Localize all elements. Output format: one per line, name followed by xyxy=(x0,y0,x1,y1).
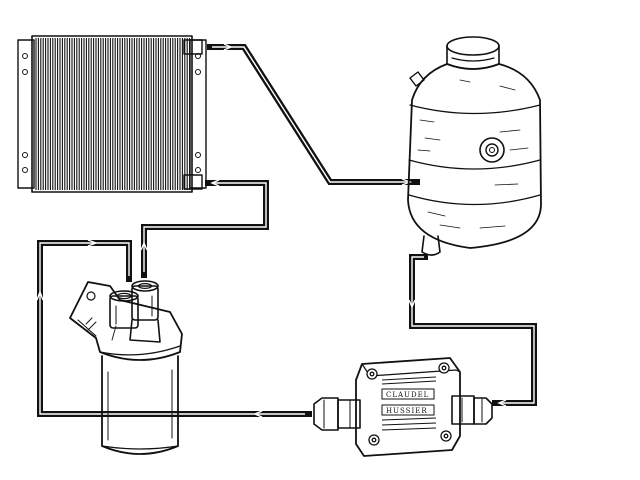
pump-label-top: CLAUDEL xyxy=(386,391,429,399)
filter-inlet-nipple xyxy=(109,290,139,329)
pipe-pump-to-filter xyxy=(37,240,312,417)
flow-arrows xyxy=(36,43,535,418)
pump-rib xyxy=(381,422,437,426)
oil-filter xyxy=(69,280,183,455)
pump-left-fitting xyxy=(313,397,361,431)
arrow-to-radiator xyxy=(210,179,220,187)
pump-rib xyxy=(381,427,437,431)
pump-rib xyxy=(381,376,437,381)
arrow-into-pump xyxy=(497,399,507,407)
tank-shading xyxy=(417,79,529,229)
pump-bolts xyxy=(366,362,452,446)
filter-outlet-nipple xyxy=(129,280,161,343)
radiator-mount-holes xyxy=(22,53,201,173)
pipe-filter-to-radiator xyxy=(141,180,269,278)
oil-radiator xyxy=(17,35,207,193)
arrow-filter-out xyxy=(140,241,148,251)
pump-rib xyxy=(381,417,437,421)
arrow-to-tank xyxy=(401,178,412,186)
oil-pipes xyxy=(37,44,537,417)
oil-tank xyxy=(407,36,542,256)
arrow-pump-out xyxy=(253,410,263,418)
arrow-radiator-out xyxy=(223,43,233,51)
arrow-tank-down xyxy=(408,299,416,309)
arrow-to-filter xyxy=(87,239,98,247)
pump-cover-ribs xyxy=(381,376,437,431)
pump-right-fitting xyxy=(451,395,493,425)
radiator-fins xyxy=(35,38,191,190)
pump-rib xyxy=(381,380,437,385)
arrow-left-run xyxy=(36,290,44,301)
pump-label-bottom: HUSSIER xyxy=(386,407,428,415)
pipe-radiator-to-tank xyxy=(207,44,420,185)
oil-pump: CLAUDEL HUSSIER xyxy=(313,357,493,457)
